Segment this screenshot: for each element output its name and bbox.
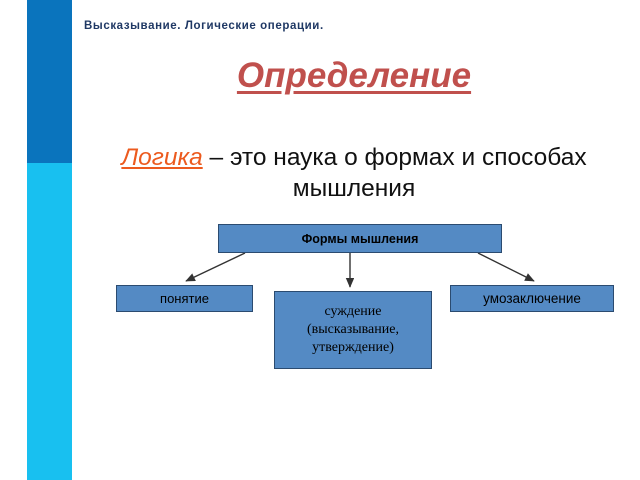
diagram-node-inference: умозаключение: [450, 285, 614, 312]
page-title: Определение: [236, 56, 472, 95]
slide-header-title: Высказывание. Логические операции.: [84, 20, 324, 32]
sidebar-accent-bar-top: [27, 0, 72, 163]
definition-term: Логика: [121, 144, 203, 171]
sidebar-accent-bar-bottom: [27, 163, 72, 480]
diagram-node-concept: понятие: [116, 285, 253, 312]
diagram-node-judgement: суждение (высказывание, утверждение): [274, 291, 432, 369]
connector-to-concept: [185, 252, 246, 282]
definition-rest: – это наука о формах и способах мышления: [202, 144, 587, 202]
diagram-node-root: Формы мышления: [218, 224, 502, 253]
connector-to-inference: [477, 252, 535, 282]
definition-paragraph: Логика – это наука о формах и способах м…: [104, 142, 604, 204]
